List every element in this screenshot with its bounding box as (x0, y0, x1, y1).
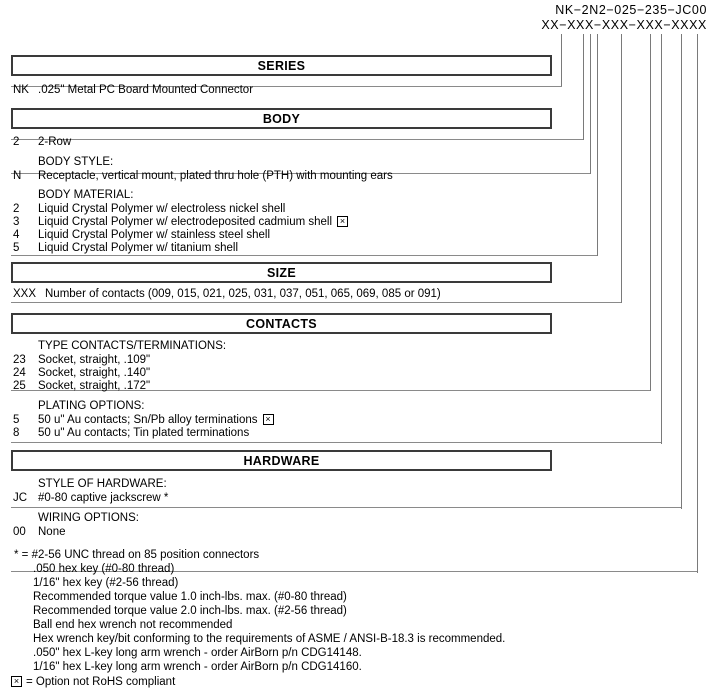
option-code: 23 (13, 354, 26, 366)
option-code: 2 (13, 203, 20, 215)
group-label: WIRING OPTIONS: (38, 512, 139, 524)
option-description: .025" Metal PC Board Mounted Connector (38, 84, 254, 96)
section-rule-body-material (11, 255, 597, 256)
leader-line-body-row (583, 34, 584, 140)
option-code: 25 (13, 380, 26, 392)
leader-line-body-material (597, 34, 598, 256)
group-label: STYLE OF HARDWARE: (38, 478, 167, 490)
option-code: 5 (13, 242, 20, 254)
rohs-noncompliant-icon: × (11, 676, 22, 687)
group-label: TYPE CONTACTS/TERMINATIONS: (38, 340, 227, 352)
leader-line-contacts-type (650, 34, 651, 391)
section-header-contacts: CONTACTS (11, 313, 552, 334)
section-rule-contacts-plating (11, 442, 661, 443)
section-header-hardware: HARDWARE (11, 450, 552, 471)
section-title: SIZE (267, 265, 296, 280)
section-connector-wiring-options (697, 539, 698, 572)
leader-line-wiring-options (697, 34, 698, 573)
leader-line-contacts-plating (661, 34, 662, 444)
footnote-line: Recommended torque value 1.0 inch-lbs. m… (33, 591, 347, 603)
leader-line-body-style (590, 34, 591, 174)
option-description: None (38, 526, 66, 538)
option-code: 4 (13, 229, 20, 241)
rohs-noncompliant-icon: × (337, 216, 349, 227)
option-description: #0-80 captive jackscrew * (38, 492, 169, 504)
section-header-body: BODY (11, 108, 552, 129)
footnote-line: Hex wrench key/bit conforming to the req… (33, 633, 506, 645)
footnote-line: 1/16" hex L-key long arm wrench - order … (33, 661, 362, 673)
option-code: 5 (13, 414, 20, 426)
section-connector-body-row (583, 106, 584, 140)
option-description: 2-Row (38, 136, 72, 148)
section-title: CONTACTS (246, 316, 317, 331)
option-description: Liquid Crystal Polymer w/ electroless ni… (38, 203, 286, 215)
part-number-mask: XX−XXX−XXX−XXX−XXXX (541, 18, 707, 32)
option-code: 8 (13, 427, 20, 439)
option-description: 50 u" Au contacts; Sn/Pb alloy terminati… (38, 414, 274, 427)
option-description-text: 50 u" Au contacts; Sn/Pb alloy terminati… (38, 414, 258, 426)
option-code: XXX (13, 288, 37, 300)
section-rule-size (11, 302, 621, 303)
section-header-size: SIZE (11, 262, 552, 283)
leader-line-hardware-style (681, 34, 682, 509)
section-title: BODY (262, 111, 301, 126)
option-code: 3 (13, 216, 20, 228)
footnote-line: Recommended torque value 2.0 inch-lbs. m… (33, 605, 347, 617)
section-rule-series-bottom (11, 86, 562, 87)
option-code: NK (13, 84, 29, 96)
leader-line-size (621, 34, 622, 303)
section-rule-contacts-type (11, 390, 650, 391)
option-description: Socket, straight, .109" (38, 354, 151, 366)
section-connector-size (621, 269, 622, 302)
option-code: 2 (13, 136, 20, 148)
section-rule-hardware-style (11, 507, 681, 508)
section-connector-body-material (597, 174, 598, 256)
part-number-example: NK−2N2−025−235−JC00 (555, 3, 707, 17)
group-label: BODY STYLE: (38, 156, 114, 168)
option-description: Socket, straight, .172" (38, 380, 151, 392)
section-connector-series (561, 55, 562, 87)
group-label: BODY MATERIAL: (38, 189, 134, 201)
option-description: 50 u" Au contacts; Tin plated terminatio… (38, 427, 250, 439)
option-description: Liquid Crystal Polymer w/ titanium shell (38, 242, 239, 254)
section-title: HARDWARE (243, 453, 320, 468)
option-description: Liquid Crystal Polymer w/ stainless stee… (38, 229, 271, 241)
rohs-legend: × = Option not RoHS compliant (11, 676, 175, 688)
footnote-line: .050" hex L-key long arm wrench - order … (33, 647, 362, 659)
footnote-line: Ball end hex wrench not recommended (33, 619, 233, 631)
option-description-text: Liquid Crystal Polymer w/ electrodeposit… (38, 216, 333, 228)
footnote-line: .050 hex key (#0-80 thread) (33, 563, 175, 575)
section-rule-body-style (11, 173, 590, 174)
option-description: Receptacle, vertical mount, plated thru … (38, 170, 393, 182)
footnote-line: * = #2-56 UNC thread on 85 position conn… (14, 549, 260, 561)
group-label: PLATING OPTIONS: (38, 400, 145, 412)
option-code: 00 (13, 526, 26, 538)
option-code: JC (13, 492, 28, 504)
section-connector-hardware-style (681, 475, 682, 508)
section-rule-body-row (11, 139, 583, 140)
footnote-line: 1/16" hex key (#2-56 thread) (33, 577, 179, 589)
section-rule-wiring-options (11, 571, 697, 572)
section-connector-body-style (590, 140, 591, 174)
section-title: SERIES (257, 58, 306, 73)
rohs-legend-text: = Option not RoHS compliant (26, 676, 176, 688)
option-description: Number of contacts (009, 015, 021, 025, … (45, 288, 441, 300)
section-header-series: SERIES (11, 55, 552, 76)
section-connector-contacts-plating (661, 390, 662, 443)
option-description: Liquid Crystal Polymer w/ electrodeposit… (38, 216, 349, 229)
option-description: Socket, straight, .140" (38, 367, 151, 379)
option-code: N (13, 170, 22, 182)
option-code: 24 (13, 367, 26, 379)
section-connector-contacts-type (650, 357, 651, 390)
rohs-noncompliant-icon: × (262, 414, 274, 425)
